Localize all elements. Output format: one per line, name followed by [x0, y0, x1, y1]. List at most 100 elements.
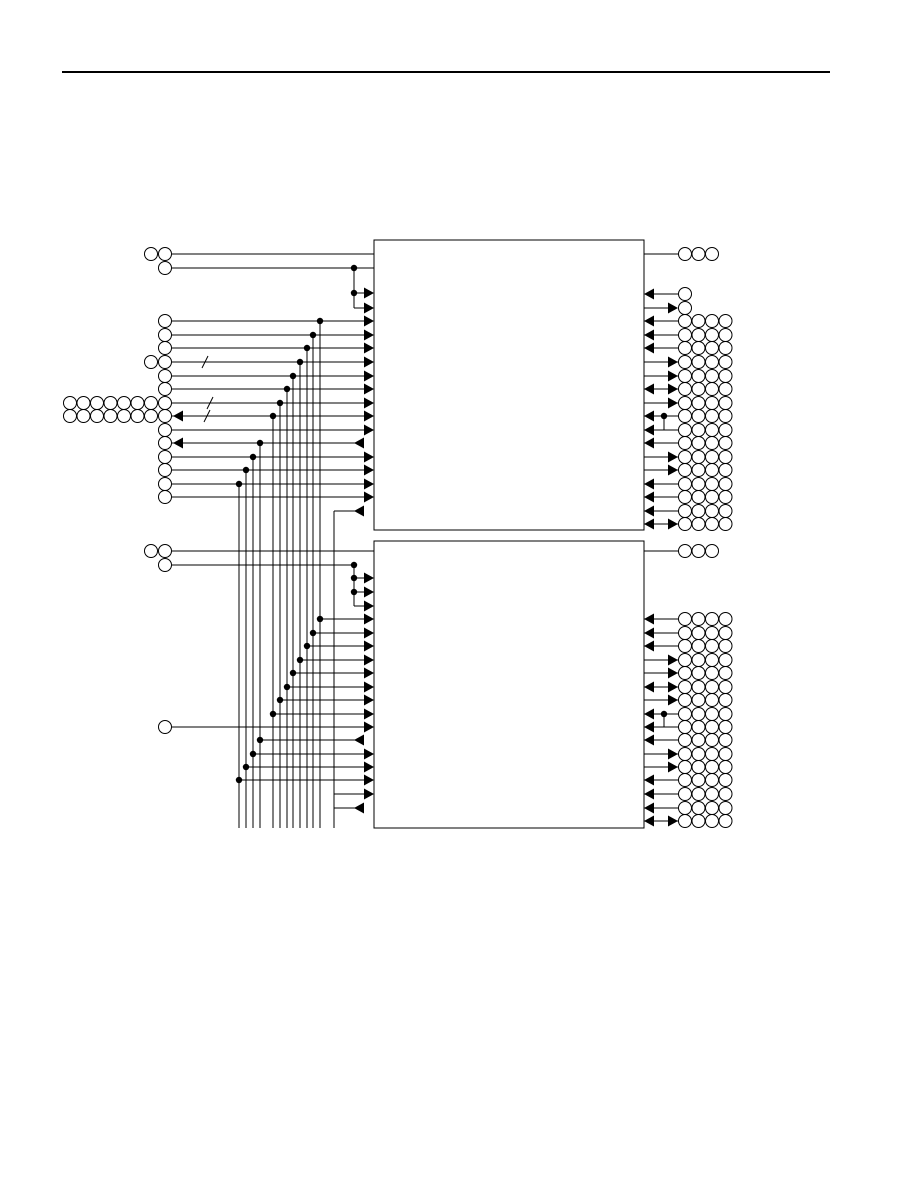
pin-node	[718, 653, 733, 667]
junction-dot	[660, 412, 668, 420]
pin-node	[691, 341, 706, 355]
pin-node	[718, 814, 733, 828]
arrow-head	[364, 748, 374, 760]
pin-node	[705, 328, 719, 342]
pin-node	[158, 247, 172, 261]
pin-node	[705, 801, 719, 815]
pin-node	[718, 693, 733, 707]
arrow-head	[364, 654, 374, 666]
pin-node	[718, 707, 733, 721]
arrow-head	[644, 342, 654, 354]
arrow-head	[668, 518, 678, 530]
pin-node	[705, 369, 719, 383]
pin-node	[158, 261, 172, 275]
pin-node	[678, 680, 692, 694]
junction-dot	[242, 763, 250, 771]
pin-node	[678, 423, 692, 437]
pin-node	[678, 382, 692, 396]
arrow-head	[173, 410, 183, 422]
pin-node	[678, 814, 692, 828]
arrow-head	[364, 667, 374, 679]
pin-node	[691, 504, 706, 518]
junction-dot	[660, 710, 668, 718]
pin-node	[705, 680, 719, 694]
pin-node	[144, 355, 158, 369]
pin-node	[691, 666, 706, 680]
pin-node	[103, 396, 118, 410]
pin-node	[705, 760, 719, 774]
pin-node	[691, 314, 706, 328]
arrow-head	[364, 464, 374, 476]
arrow-head	[668, 761, 678, 773]
pin-node	[158, 490, 172, 504]
pin-node	[678, 733, 692, 747]
pin-node	[691, 787, 706, 801]
pin-node	[718, 720, 733, 734]
pin-node	[158, 477, 172, 491]
arrow-head	[668, 748, 678, 760]
pin-node	[691, 544, 706, 558]
pin-node	[678, 707, 692, 721]
bus-slash	[206, 396, 214, 410]
junction-dot	[289, 669, 297, 677]
pin-node	[691, 477, 706, 491]
arrows	[173, 287, 678, 827]
pin-node	[158, 382, 172, 396]
arrow-head	[364, 640, 374, 652]
pin-node	[705, 517, 719, 531]
pin-node	[705, 490, 719, 504]
pin-node	[158, 450, 172, 464]
pin-node	[678, 626, 692, 640]
arrow-head	[644, 613, 654, 625]
pin-node	[144, 409, 158, 423]
arrow-head	[364, 774, 374, 786]
pin-node	[678, 341, 692, 355]
arrow-head	[364, 761, 374, 773]
pin-node	[158, 720, 172, 734]
arrow-head	[364, 383, 374, 395]
junction-dot	[309, 629, 317, 637]
arrow-head	[644, 424, 654, 436]
junction-dot	[249, 453, 257, 461]
pin-node	[144, 247, 158, 261]
pin-node	[718, 801, 733, 815]
arrow-head	[354, 802, 364, 814]
arrow-head	[668, 681, 678, 693]
pin-node	[117, 409, 131, 423]
arrow-head	[668, 815, 678, 827]
arrow-head	[364, 370, 374, 382]
junction-dot	[269, 710, 277, 718]
pin-node	[678, 612, 692, 626]
pin-node	[678, 760, 692, 774]
pin-node	[678, 328, 692, 342]
pin-node	[718, 680, 733, 694]
junction-dot	[350, 289, 358, 297]
pin-node	[718, 733, 733, 747]
pin-node	[158, 355, 172, 369]
pin-node	[705, 409, 719, 423]
pin-node	[718, 355, 733, 369]
arrow-head	[644, 491, 654, 503]
junction-dot	[316, 317, 324, 325]
pin-node	[691, 423, 706, 437]
arrow-head	[644, 478, 654, 490]
pin-node	[718, 477, 733, 491]
pin-node	[718, 612, 733, 626]
arrow-head	[644, 383, 654, 395]
pin-node	[678, 544, 692, 558]
pin-node	[718, 787, 733, 801]
junction-dot	[249, 750, 257, 758]
arrow-head	[668, 667, 678, 679]
pin-node	[705, 450, 719, 464]
pin-node	[718, 773, 733, 787]
pin-node	[678, 314, 692, 328]
arrow-head	[644, 410, 654, 422]
pin-node	[718, 450, 733, 464]
arrow-head	[668, 356, 678, 368]
pin-node	[76, 409, 91, 423]
arrow-head	[364, 586, 374, 598]
pin-node	[718, 382, 733, 396]
pin-node	[678, 801, 692, 815]
pin-node	[705, 612, 719, 626]
pin-node	[76, 396, 91, 410]
